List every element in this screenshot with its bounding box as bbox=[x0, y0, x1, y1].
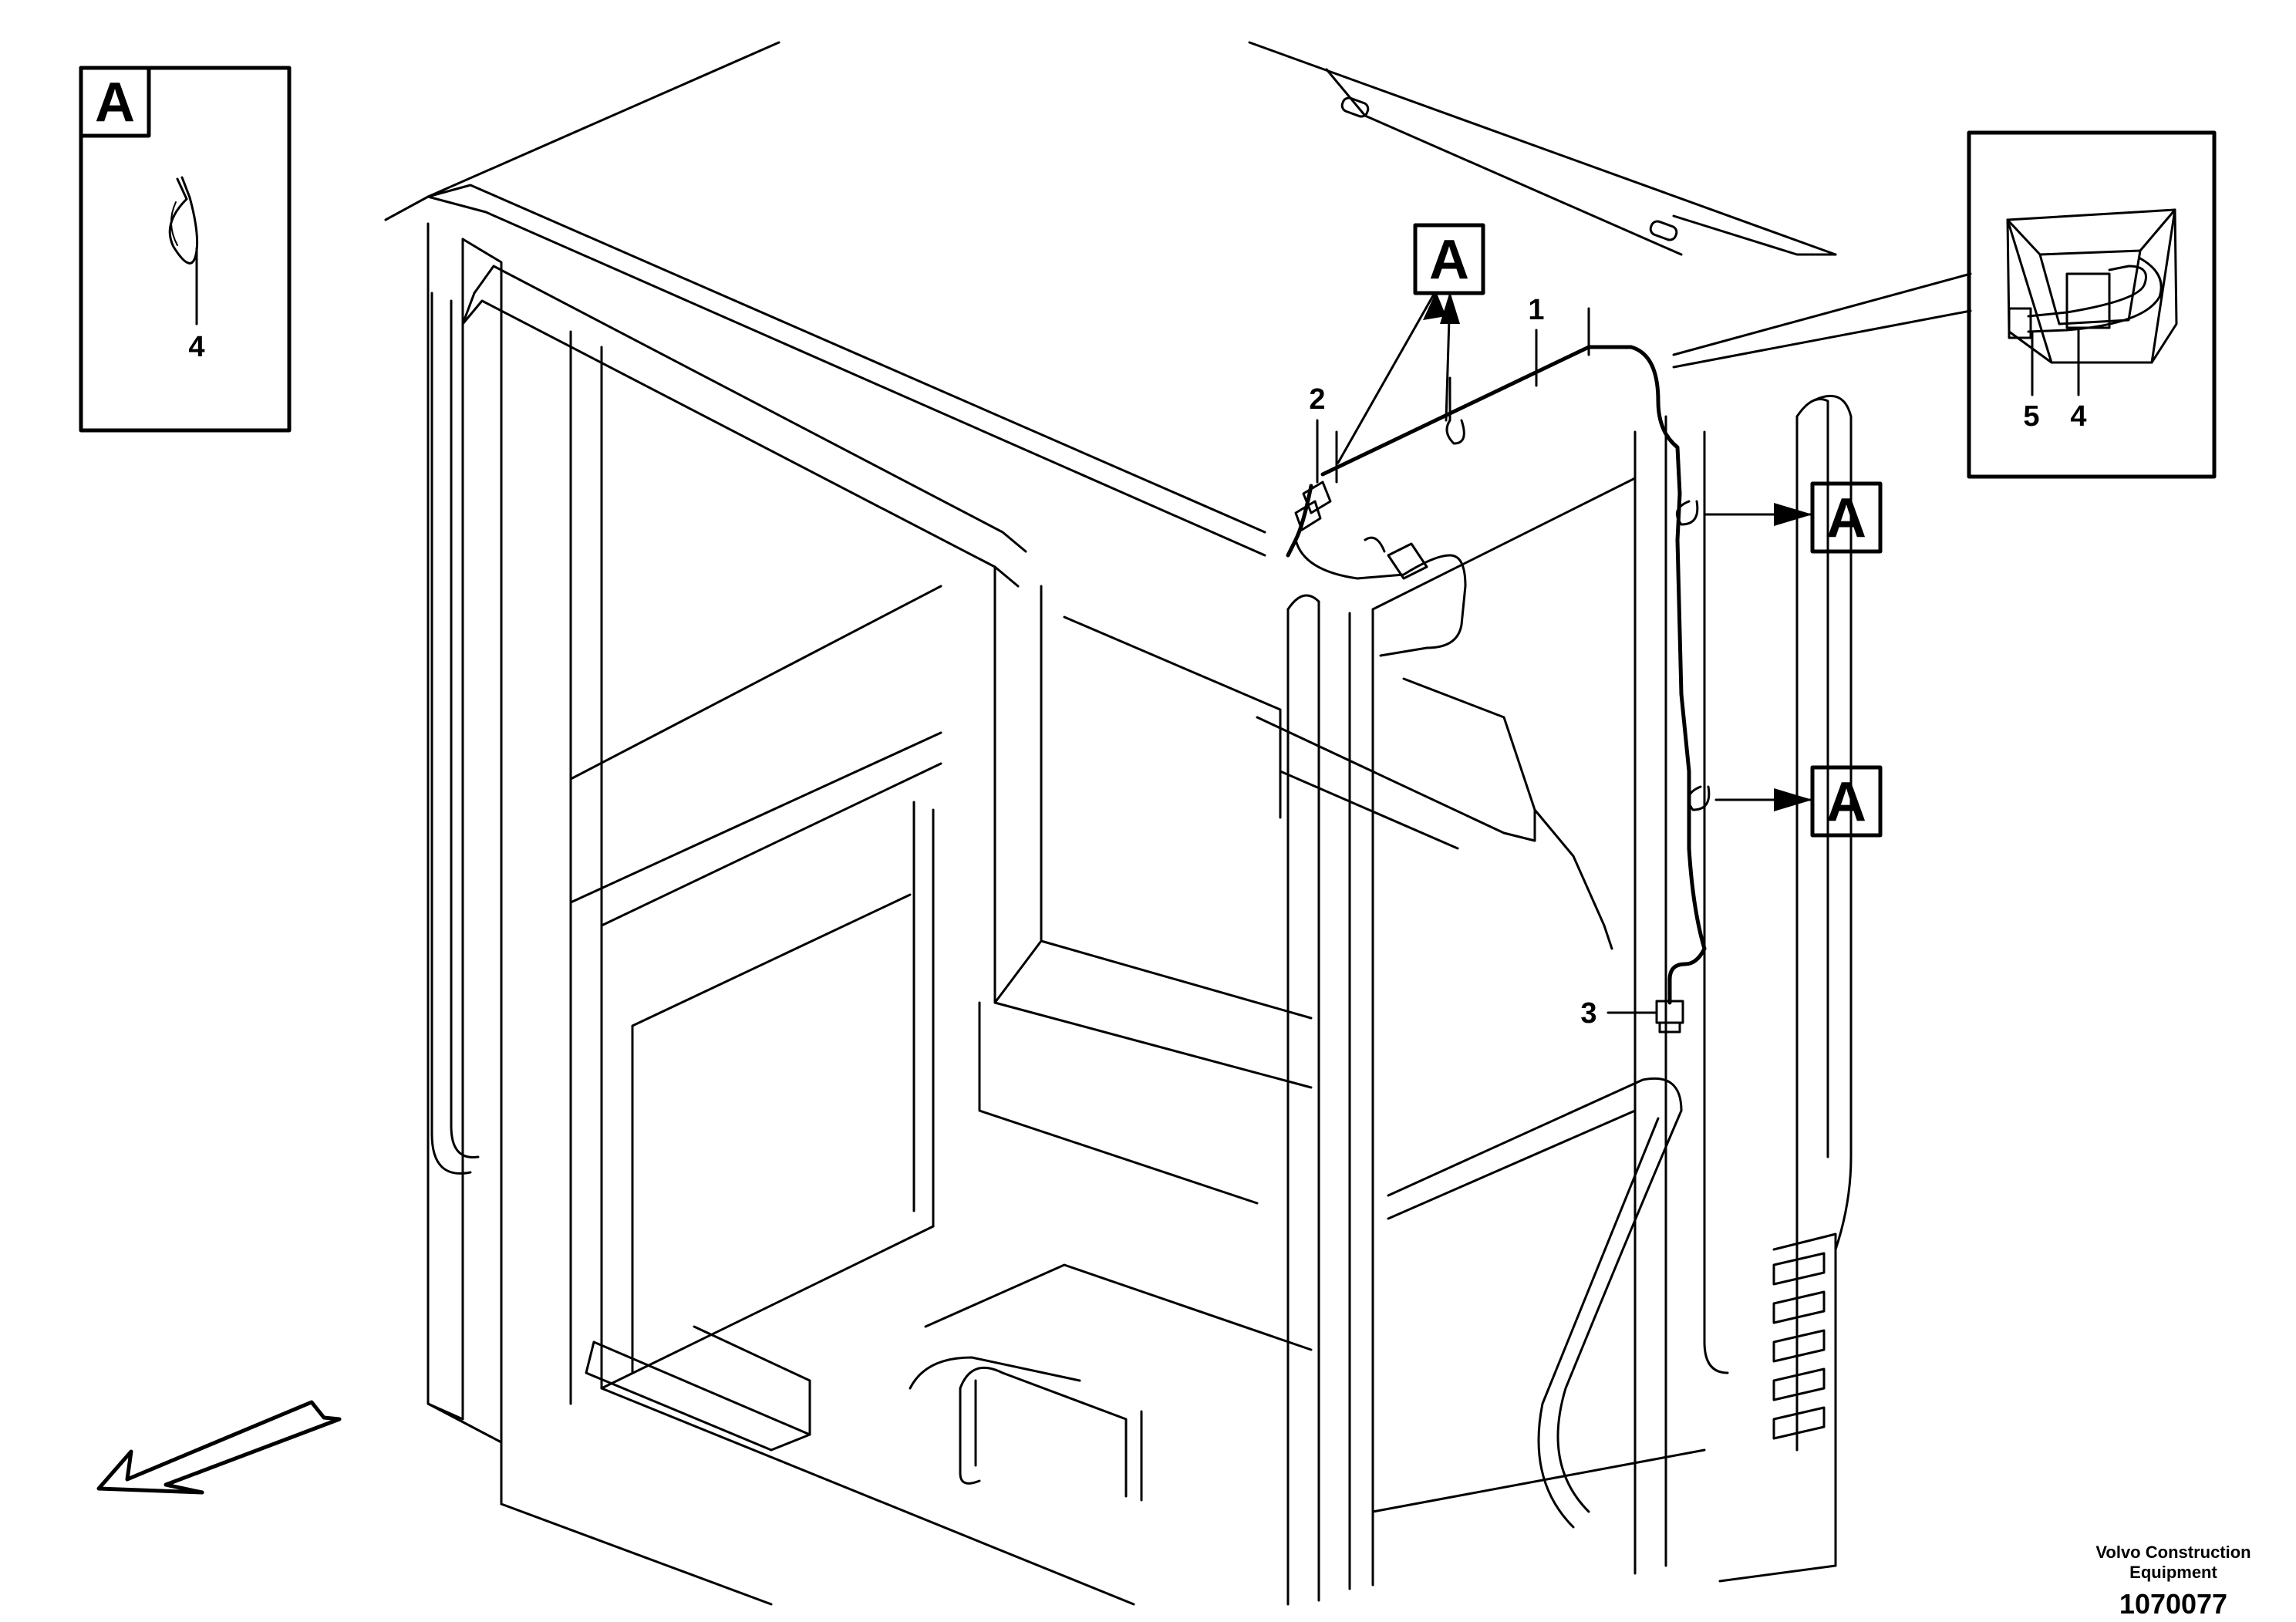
callout-4-right: 4 bbox=[2070, 400, 2086, 433]
brand-line-1: Volvo Construction bbox=[2095, 1543, 2250, 1562]
brand-line-2: Equipment bbox=[2129, 1563, 2217, 1582]
direction-arrow-icon bbox=[96, 1400, 342, 1495]
detail-leader-lower bbox=[1672, 309, 1972, 369]
clamp-icon bbox=[1364, 536, 1428, 580]
connector-3-icon bbox=[1655, 1000, 1684, 1034]
ref-a-mid-letter: A bbox=[1826, 487, 1866, 549]
ref-a-top-letter: A bbox=[1429, 229, 1469, 291]
connector-2-icon bbox=[1294, 481, 1332, 531]
callout-4-left: 4 bbox=[188, 331, 204, 363]
callout-5: 5 bbox=[2023, 400, 2039, 433]
detail-a-letter: A bbox=[95, 72, 135, 133]
detail-clip-tie: 5 4 bbox=[1967, 130, 2217, 479]
cable-tie-icon bbox=[168, 176, 199, 265]
detail-leader-upper bbox=[1672, 272, 1972, 356]
ref-box-a-top: A bbox=[1337, 223, 1485, 464]
ref-box-a-low: A bbox=[1714, 765, 1883, 838]
wiring-harness bbox=[1286, 307, 1711, 1005]
cable-tie-icon bbox=[2008, 257, 2163, 339]
ref-a-low-letter: A bbox=[1826, 771, 1866, 833]
detail-a-cable-tie: A 4 bbox=[79, 66, 292, 433]
callout-2: 2 bbox=[1309, 383, 1325, 416]
ref-box-a-mid: A bbox=[1703, 481, 1883, 554]
callout-3: 3 bbox=[1580, 997, 1596, 1030]
footer: Volvo Construction Equipment 1070077 bbox=[2095, 1543, 2250, 1620]
cab-structure bbox=[384, 41, 1853, 1606]
part-number: 1070077 bbox=[2119, 1588, 2227, 1620]
callout-1: 1 bbox=[1528, 294, 1544, 326]
step-ladder bbox=[1718, 1233, 1837, 1583]
